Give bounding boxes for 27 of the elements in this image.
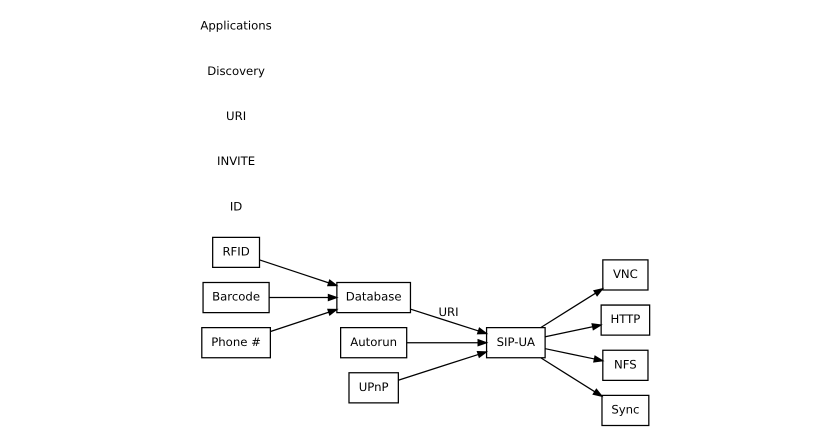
node-box: UPnP <box>348 372 398 404</box>
node-box: Sync <box>600 394 649 426</box>
node-box: NFS <box>602 350 648 381</box>
node-box: Database <box>336 282 411 314</box>
arrow <box>410 308 488 334</box>
arrow <box>270 308 338 332</box>
node-box: Barcode <box>202 282 270 314</box>
arrow <box>540 288 604 328</box>
label: ID <box>229 199 242 214</box>
node-box: HTTP <box>600 304 650 336</box>
node-box: Phone # <box>200 327 270 358</box>
arrow <box>406 338 488 346</box>
arrow <box>258 259 338 286</box>
node-box: RFID <box>212 236 260 268</box>
label: Discovery <box>206 64 264 78</box>
node-box: SIP-UA <box>485 327 546 358</box>
label: URI <box>226 108 246 123</box>
arrow <box>398 351 488 381</box>
label: INVITE <box>216 154 255 168</box>
edge-label: URI <box>438 305 458 320</box>
arrow <box>268 294 338 302</box>
label: Applications <box>200 18 272 33</box>
arrow <box>544 348 604 363</box>
arrow <box>544 323 602 338</box>
node-box: VNC <box>602 259 648 291</box>
node-box: Autorun <box>340 327 407 358</box>
arrow <box>540 357 604 398</box>
